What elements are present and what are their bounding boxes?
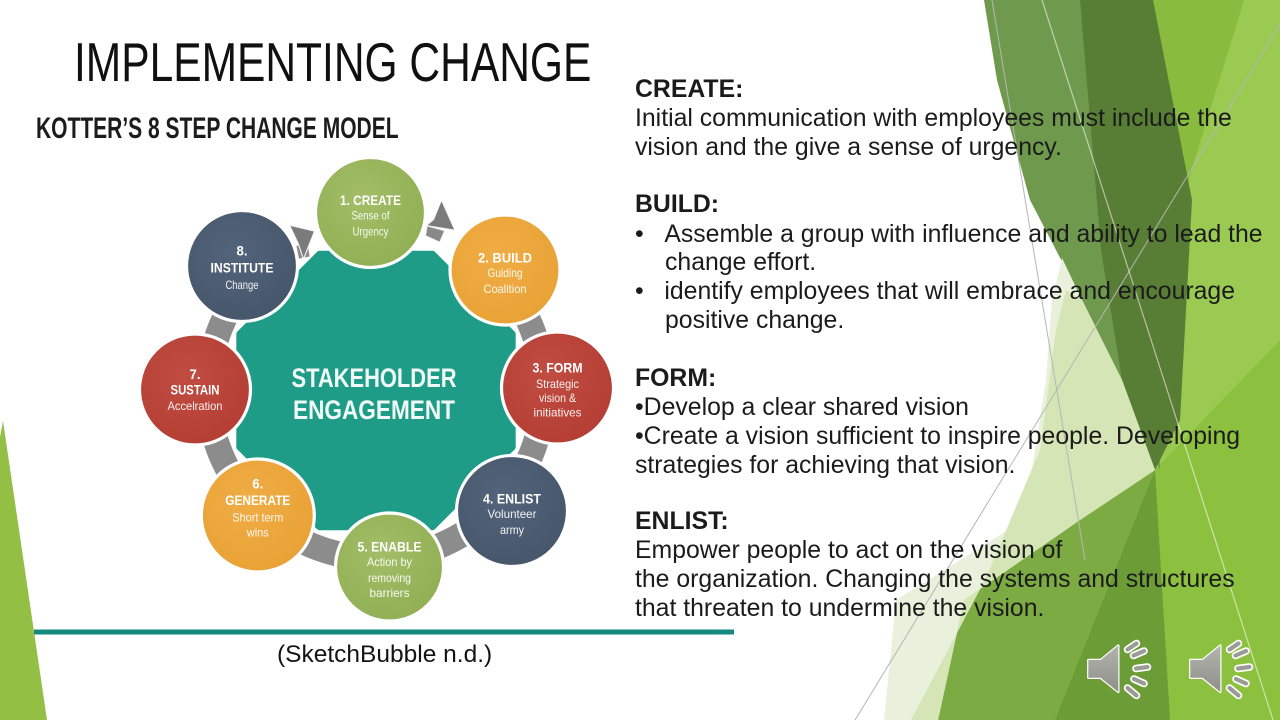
svg-text:5. ENABLE: 5. ENABLE [358,539,422,555]
svg-text:2. BUILD: 2. BUILD [478,250,532,266]
svg-text:7.: 7. [190,366,201,382]
svg-text:Accelration: Accelration [168,399,223,413]
svg-text:GENERATE: GENERATE [225,492,290,508]
svg-text:Strategic: Strategic [536,377,579,391]
svg-text:Sense of: Sense of [352,209,391,223]
svg-text:8.: 8. [237,243,248,259]
svg-text:Coalition: Coalition [484,282,527,296]
svg-text:6.: 6. [252,476,263,492]
svg-text:initiatives: initiatives [534,406,582,420]
svg-text:removing: removing [368,571,411,585]
svg-text:INSTITUTE: INSTITUTE [211,260,274,276]
svg-text:Short term: Short term [232,511,283,525]
svg-text:Action by: Action by [367,555,412,569]
svg-text:3. FORM: 3. FORM [533,360,583,376]
svg-text:1. CREATE: 1. CREATE [340,192,401,208]
svg-text:STAKEHOLDER: STAKEHOLDER [292,363,457,393]
svg-text:4. ENLIST: 4. ENLIST [483,491,541,507]
svg-text:ENGAGEMENT: ENGAGEMENT [293,395,455,425]
svg-text:wins: wins [246,526,269,540]
svg-text:Volunteer: Volunteer [488,507,537,521]
svg-text:SUSTAIN: SUSTAIN [171,382,220,398]
svg-text:barriers: barriers [370,586,410,600]
svg-text:Guiding: Guiding [488,266,523,280]
svg-text:vision &: vision & [539,391,576,405]
svg-text:Urgency: Urgency [353,225,389,239]
svg-text:Change: Change [226,278,259,292]
svg-text:army: army [500,523,524,537]
